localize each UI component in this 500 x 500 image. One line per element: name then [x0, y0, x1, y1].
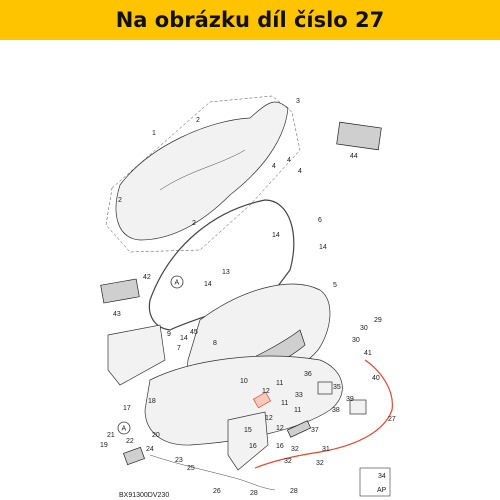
diagram-code: BX91300DV230	[119, 492, 169, 499]
callout-42: 42	[143, 274, 151, 281]
callout-20: 20	[152, 432, 160, 439]
reference-mark-text: A	[175, 280, 180, 287]
latch-part	[252, 391, 272, 409]
bracket-part	[286, 420, 312, 438]
title-banner: Na obrázku díl číslo 27	[0, 0, 500, 40]
clip-part	[317, 381, 333, 395]
callout-38: 38	[332, 407, 340, 414]
callout-10: 10	[240, 378, 248, 385]
ap-box-number: 34	[378, 473, 386, 480]
banner-title: Na obrázku díl číslo 27	[115, 8, 385, 32]
callout-22: 22	[126, 438, 134, 445]
callout-24: 24	[146, 446, 154, 453]
callout-8: 8	[213, 340, 217, 347]
hinge-part	[123, 446, 145, 466]
seal-ring-part	[148, 199, 295, 331]
callout-6: 6	[318, 217, 322, 224]
callout-32: 32	[316, 460, 324, 467]
callout-4: 4	[298, 168, 302, 175]
callout-4: 4	[272, 163, 276, 170]
callout-2: 2	[196, 117, 200, 124]
seat-part	[105, 95, 301, 253]
callout-19: 19	[100, 442, 108, 449]
callout-36: 36	[304, 371, 312, 378]
callout-11: 11	[276, 380, 283, 387]
cable-27-part	[254, 359, 393, 469]
callout-25: 25	[187, 465, 195, 472]
callout-29: 29	[374, 317, 382, 324]
callout-43: 43	[113, 311, 121, 318]
callout-13: 13	[222, 269, 230, 276]
callout-39: 39	[346, 396, 354, 403]
callout-4: 4	[287, 157, 291, 164]
ap-box-label: AP	[377, 487, 387, 494]
callout-31: 31	[322, 446, 330, 453]
callout-23: 23	[175, 457, 183, 464]
callout-11: 11	[294, 407, 301, 414]
key-switch-part	[349, 399, 367, 415]
callout-7: 7	[177, 345, 181, 352]
callout-35: 35	[333, 384, 341, 391]
parts-diagram: A A 34 AP BX91300DV230 12223444446141414…	[100, 95, 396, 499]
callout-44: 44	[350, 153, 358, 160]
flap-9-part	[107, 324, 166, 386]
callout-2: 2	[118, 197, 122, 204]
callout-5: 5	[333, 282, 337, 289]
callout-3: 3	[296, 98, 300, 105]
callout-14: 14	[319, 244, 327, 251]
callout-41: 41	[364, 350, 372, 357]
callout-37: 37	[311, 427, 319, 434]
callout-28: 28	[290, 488, 298, 495]
callout-28: 28	[250, 490, 258, 497]
callout-30: 30	[352, 337, 360, 344]
callout-2: 2	[192, 220, 196, 227]
callout-45: 45	[190, 329, 198, 336]
callout-11: 11	[281, 400, 288, 407]
callout-12: 12	[262, 388, 270, 395]
callout-16: 16	[276, 443, 284, 450]
callout-12: 12	[276, 425, 284, 432]
bottom-tray-part	[144, 355, 343, 446]
callout-15: 15	[244, 427, 252, 434]
callout-9: 9	[167, 331, 171, 338]
callout-14: 14	[272, 232, 280, 239]
callout-33: 33	[295, 392, 303, 399]
callout-32: 32	[291, 446, 299, 453]
pad-part	[336, 121, 382, 151]
callout-16: 16	[249, 443, 257, 450]
callout-21: 21	[107, 432, 115, 439]
flap-10-part	[227, 411, 269, 471]
callout-17: 17	[123, 405, 131, 412]
callout-14: 14	[204, 281, 212, 288]
callout-26: 26	[213, 488, 221, 495]
reference-mark-text: A	[122, 426, 127, 433]
callout-40: 40	[372, 375, 380, 382]
callout-27: 27	[388, 416, 396, 423]
reference-mark-a1: A	[170, 275, 184, 289]
lock-cable-part	[149, 454, 276, 491]
callout-14: 14	[180, 335, 188, 342]
callout-18: 18	[148, 398, 156, 405]
callout-30: 30	[360, 325, 368, 332]
reference-mark-a2: A	[117, 421, 131, 435]
callout-32: 32	[284, 458, 292, 465]
callout-12: 12	[265, 415, 273, 422]
ap-box: 34 AP	[359, 467, 391, 497]
manual-part	[100, 278, 140, 304]
callout-1: 1	[152, 130, 156, 137]
